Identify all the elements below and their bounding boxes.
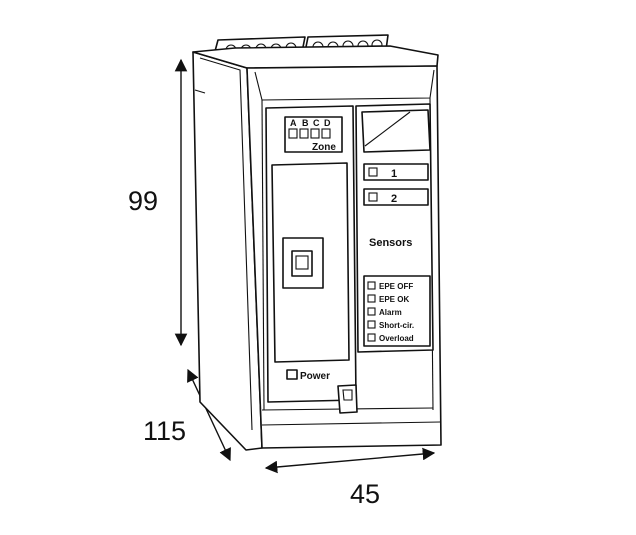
channel-2-label: 2: [391, 193, 397, 205]
height-dimension: 99: [128, 58, 188, 347]
power-led: [286, 369, 298, 380]
channel-1: 1: [363, 163, 429, 181]
zone-switch[interactable]: A B C D Zone: [284, 116, 343, 153]
status-led-overload: Overload: [367, 333, 414, 343]
zone-letter-c: C: [313, 118, 320, 128]
status-led-epe-off: EPE OFF: [367, 281, 413, 291]
height-dimension-label: 99: [128, 186, 158, 216]
depth-dimension-label: 115: [143, 416, 186, 446]
label-window: [361, 109, 431, 153]
width-dimension: 45: [264, 447, 436, 509]
width-dimension-label: 45: [350, 479, 380, 509]
usb-port[interactable]: [282, 237, 324, 289]
status-led-epe-ok: EPE OK: [367, 294, 409, 304]
left-panel: A B C D Zone Power: [265, 105, 357, 403]
zone-letter-d: D: [324, 118, 331, 128]
channel-1-label: 1: [391, 168, 397, 180]
depth-dimension: 115: [143, 368, 231, 462]
zone-letter-b: B: [302, 118, 309, 128]
status-led-label: EPE OFF: [379, 282, 413, 291]
din-rail-latch[interactable]: [337, 384, 358, 414]
status-led-label: EPE OK: [379, 295, 409, 304]
status-led-alarm: Alarm: [367, 307, 402, 317]
right-panel: 1 2 Sensors EPE OFF EPE OK Alarm: [355, 103, 434, 353]
zone-label: Zone: [312, 142, 336, 153]
status-led-short-circuit: Short-cir.: [367, 320, 414, 330]
status-led-label: Short-cir.: [379, 321, 414, 330]
status-led-label: Overload: [379, 334, 414, 343]
sensors-label: Sensors: [369, 237, 412, 249]
zone-letter-a: A: [290, 118, 297, 128]
status-led-list: EPE OFF EPE OK Alarm Short-cir. Overload: [363, 275, 431, 347]
channel-2: 2: [363, 188, 429, 206]
power-label: Power: [300, 371, 330, 382]
status-led-label: Alarm: [379, 308, 402, 317]
